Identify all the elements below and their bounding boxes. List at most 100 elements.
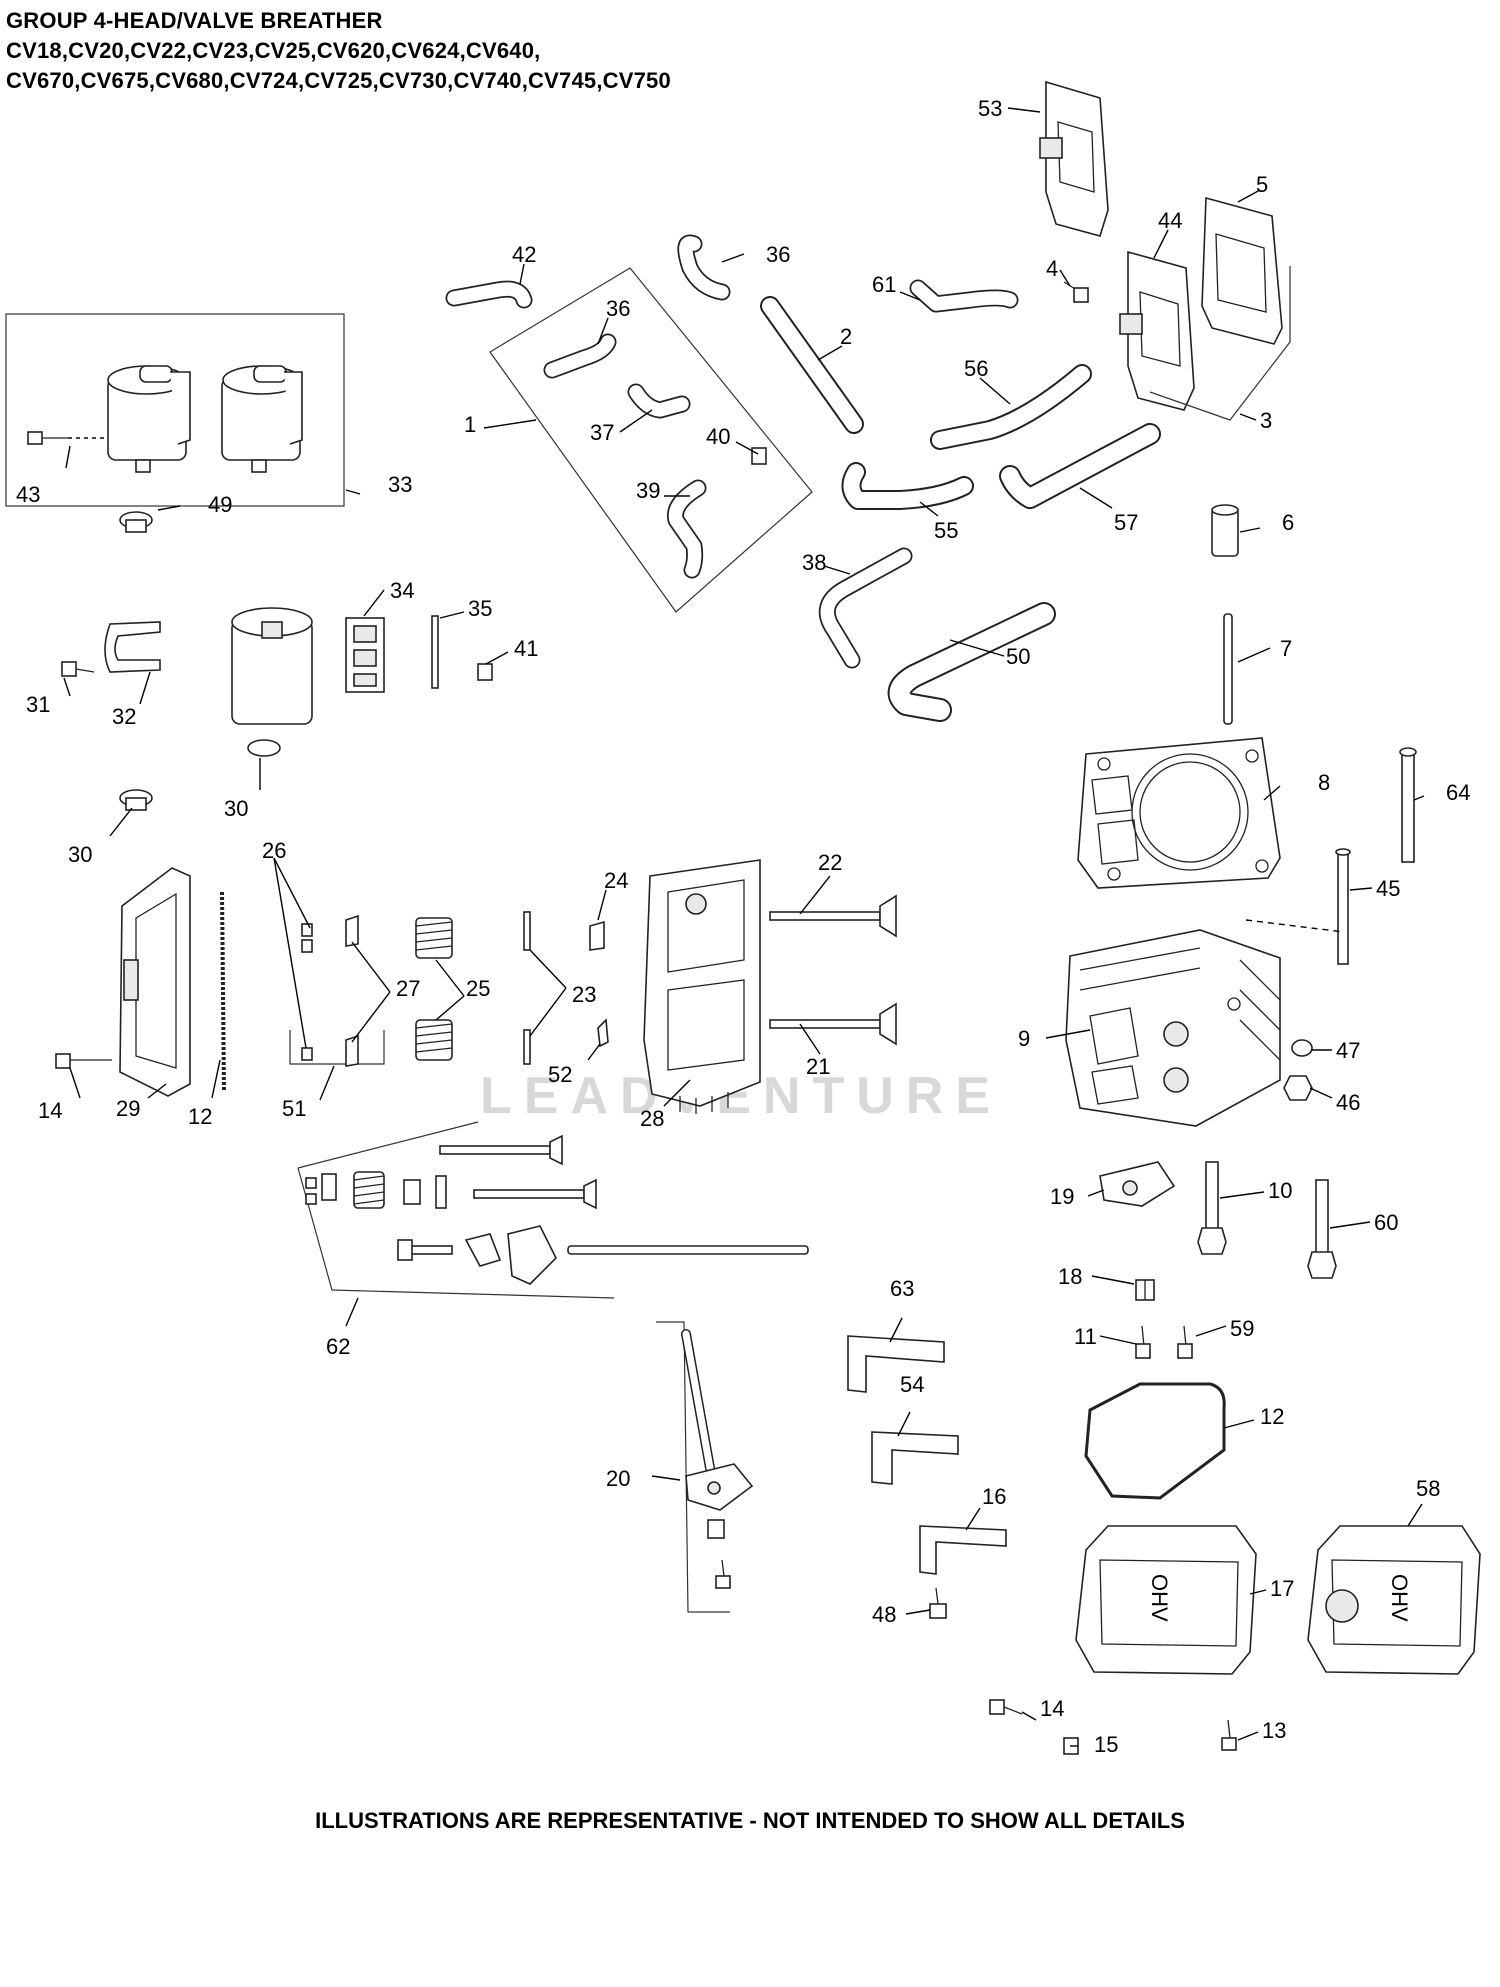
breather-cover-29[interactable] <box>119 867 191 1097</box>
valve-cover-17[interactable]: OHV <box>1075 1525 1257 1675</box>
valve-seal-23-lower[interactable] <box>523 1029 531 1065</box>
bolt-60[interactable] <box>1307 1179 1337 1279</box>
callout-20: 20 <box>606 1466 630 1491</box>
fitting-6[interactable] <box>1211 504 1239 557</box>
group-1-box <box>489 267 813 613</box>
bolt-10[interactable] <box>1197 1161 1227 1255</box>
retainer-27-lower[interactable] <box>345 1034 359 1067</box>
clamp-32[interactable] <box>104 621 161 673</box>
pin-35[interactable] <box>431 615 439 689</box>
hose-57[interactable] <box>999 423 1161 509</box>
nut-46[interactable] <box>1283 1075 1313 1101</box>
valve-22[interactable] <box>769 894 897 938</box>
callout-28: 28 <box>640 1106 664 1131</box>
nut-20[interactable] <box>707 1519 725 1539</box>
breather-assembly-left[interactable] <box>107 365 191 473</box>
screw-4[interactable] <box>1063 281 1089 303</box>
pushrod-20[interactable] <box>681 1329 715 1473</box>
cylinder-head-9[interactable] <box>1065 929 1281 1127</box>
keeper-26-lower[interactable] <box>301 1047 313 1061</box>
breather-cover-53[interactable] <box>1039 80 1109 237</box>
grommet-30-lower[interactable] <box>119 789 153 811</box>
retainer-27-upper[interactable] <box>345 914 359 947</box>
stud-64[interactable] <box>1399 747 1417 863</box>
reed-34[interactable] <box>345 617 385 693</box>
hose-38[interactable] <box>818 547 913 669</box>
dash-line-45 <box>1245 919 1345 933</box>
valve-spring-25-lower[interactable] <box>415 1019 453 1061</box>
part-52[interactable] <box>597 1018 609 1048</box>
seal-62[interactable] <box>403 1175 447 1209</box>
nut-18[interactable] <box>1135 1279 1155 1301</box>
breather-assembly-right[interactable] <box>221 365 303 473</box>
breather-cover-44[interactable] <box>1119 250 1195 411</box>
screw-48[interactable] <box>929 1587 947 1619</box>
hose-42[interactable] <box>445 280 533 309</box>
screw-11[interactable] <box>1135 1325 1151 1359</box>
bolt-62[interactable] <box>397 1239 453 1261</box>
callout-58: 58 <box>1416 1476 1440 1501</box>
hose-55[interactable] <box>841 462 974 510</box>
callout-5: 5 <box>1256 172 1268 197</box>
valve-62-upper[interactable] <box>439 1134 563 1166</box>
valve-21[interactable] <box>769 1002 897 1046</box>
rocker-arm-20[interactable] <box>685 1463 754 1511</box>
hose-61[interactable] <box>909 279 1019 313</box>
bolt-14-left[interactable] <box>55 1053 112 1069</box>
group-3-bracket <box>1149 266 1291 421</box>
bracket-54[interactable] <box>871 1431 959 1485</box>
tube-2[interactable] <box>760 296 864 434</box>
pushrod-7[interactable] <box>1223 613 1233 725</box>
hose-36-lower[interactable] <box>543 333 617 379</box>
callout-39: 39 <box>636 478 660 503</box>
valve-cover-58[interactable]: OHV <box>1307 1525 1481 1675</box>
seal-24[interactable] <box>589 920 605 951</box>
bracket-16[interactable] <box>919 1525 1007 1575</box>
hose-37[interactable] <box>627 383 691 419</box>
screw-13[interactable] <box>1221 1719 1237 1751</box>
washer-47[interactable] <box>1291 1039 1313 1057</box>
hose-36-upper[interactable] <box>677 234 731 301</box>
callout-14-left: 14 <box>38 1098 62 1123</box>
valve-62-lower[interactable] <box>473 1178 597 1210</box>
screw-59[interactable] <box>1177 1325 1193 1359</box>
callout-61: 61 <box>872 272 896 297</box>
screw-20[interactable] <box>715 1559 731 1589</box>
stud-45[interactable] <box>1335 848 1351 965</box>
hose-39[interactable] <box>667 479 707 579</box>
grommet-49[interactable] <box>119 511 153 533</box>
bolt-43[interactable] <box>27 431 108 445</box>
callout-11: 11 <box>1074 1324 1097 1349</box>
retainer-62[interactable] <box>305 1173 337 1205</box>
callout-24: 24 <box>604 868 628 893</box>
callout-34: 34 <box>390 578 414 603</box>
rocker-arm-19[interactable] <box>1099 1161 1176 1207</box>
valve-spring-62[interactable] <box>353 1171 385 1209</box>
gasket-12-left[interactable] <box>220 891 226 1093</box>
hose-56[interactable] <box>930 364 1092 450</box>
valve-cover-gasket-12-right[interactable] <box>1084 1382 1226 1500</box>
breather-filter[interactable] <box>231 607 313 725</box>
hose-50[interactable] <box>887 602 1056 722</box>
callout-7: 7 <box>1280 636 1292 661</box>
screw-31[interactable] <box>61 661 95 677</box>
head-gasket-8[interactable] <box>1077 737 1281 889</box>
gasket-5[interactable] <box>1201 196 1283 345</box>
callout-36: 36 <box>606 296 630 321</box>
pushrod-62[interactable] <box>567 1245 809 1255</box>
screw-14-lower[interactable] <box>989 1699 1023 1715</box>
callout-46: 46 <box>1336 1090 1360 1115</box>
keeper-26-upper[interactable] <box>301 923 313 953</box>
valve-spring-25-upper[interactable] <box>415 917 453 959</box>
callout-49: 49 <box>208 492 232 517</box>
cylinder-head-28[interactable] <box>643 859 761 1114</box>
bracket-63[interactable] <box>847 1335 945 1393</box>
callout-23: 23 <box>572 982 596 1007</box>
rocker-62[interactable] <box>464 1225 557 1285</box>
valve-seal-23-upper[interactable] <box>523 911 531 951</box>
clip-41[interactable] <box>477 663 493 681</box>
grommet-30-upper[interactable] <box>247 739 281 757</box>
callout-63: 63 <box>890 1276 914 1301</box>
clip-40[interactable] <box>751 447 767 465</box>
